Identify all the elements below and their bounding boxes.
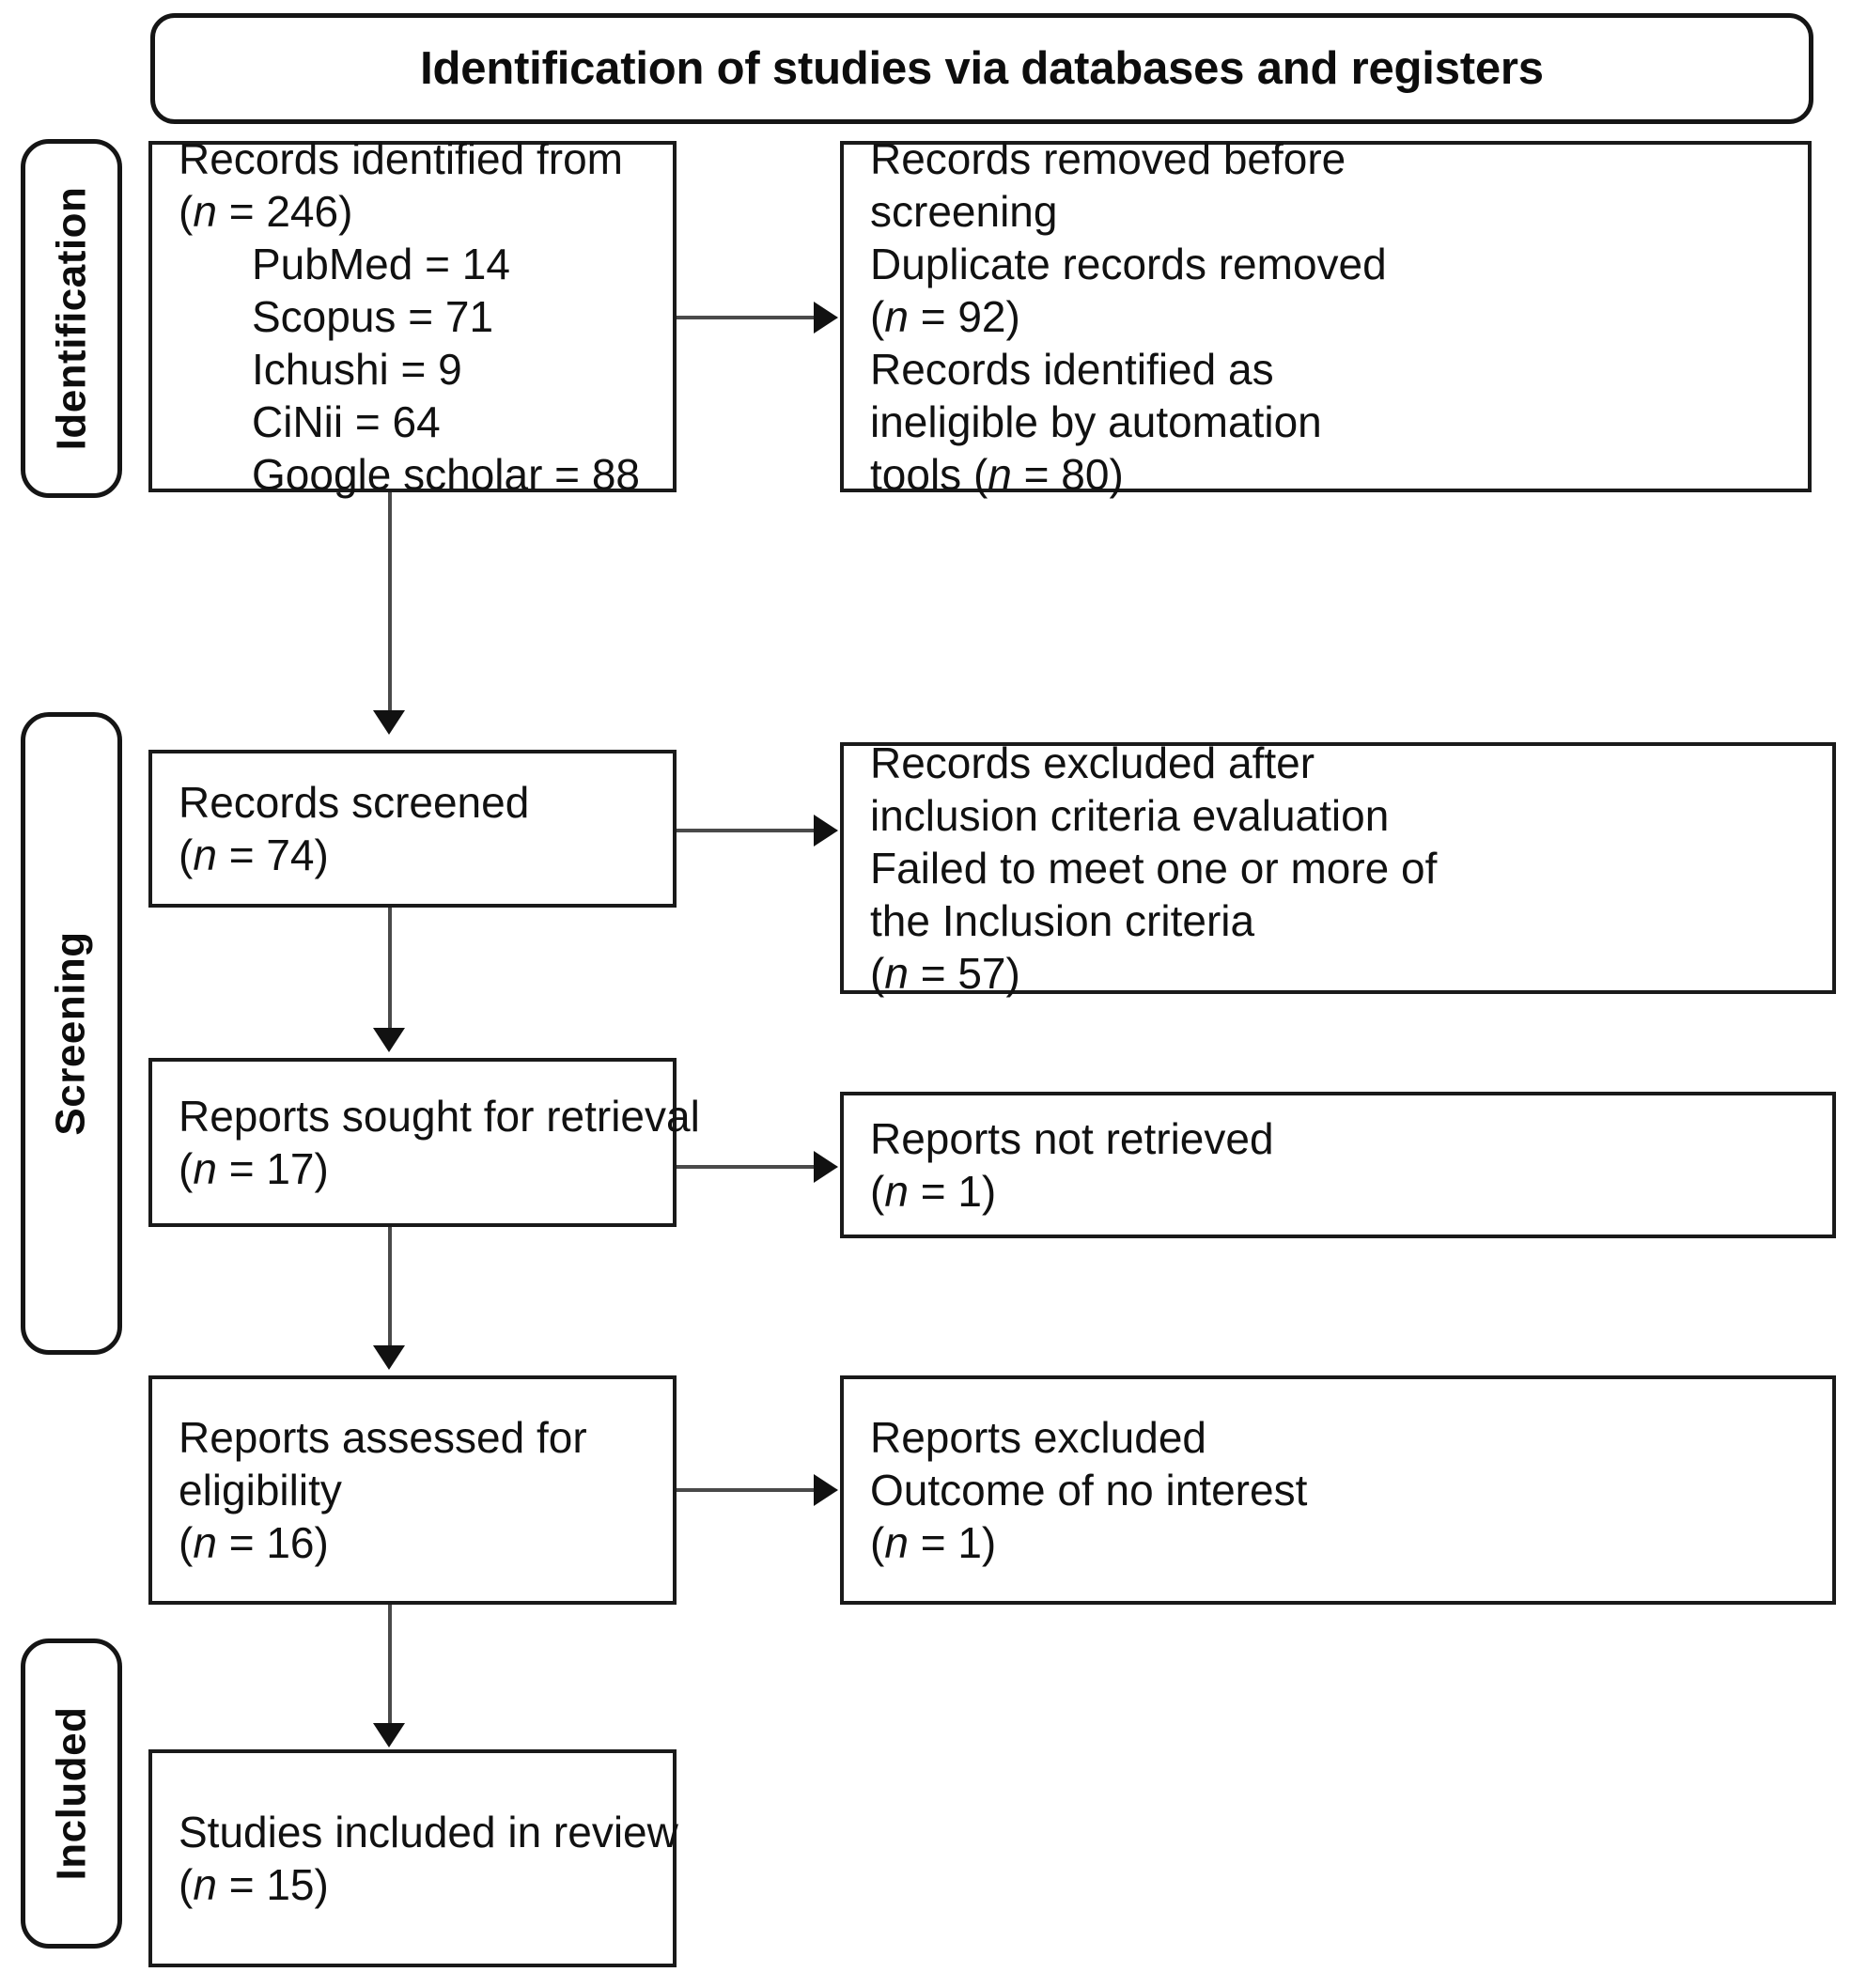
reports-assessed-line-2: eligibility <box>179 1465 342 1514</box>
box-records-removed: Records removed before screening Duplica… <box>840 134 1812 499</box>
reports-excluded-line-3: (n = 1) <box>870 1518 997 1568</box>
records-screened-line-1: Records screened <box>179 777 530 827</box>
stage-tab-identification-label: Identification <box>48 186 94 451</box>
box-records-identified: Records identified from (n = 246) PubMed… <box>148 134 677 499</box>
box-reports-excluded: Reports excluded Outcome of no interest … <box>840 1375 1836 1605</box>
arrowhead-screened-to-sought <box>373 1028 405 1052</box>
connector-screened-to-excluded <box>677 829 816 832</box>
arrowhead-identified-to-removed <box>814 302 838 334</box>
records-removed-line-6: ineligible by automation <box>870 397 1322 447</box>
arrowhead-assessed-to-excluded <box>814 1474 838 1506</box>
stage-tab-identification: Identification <box>21 139 122 498</box>
reports-not-retrieved-line-2: (n = 1) <box>870 1167 997 1216</box>
records-identified-line-1: Records identified from <box>179 133 623 183</box>
connector-identified-to-screened <box>388 492 392 725</box>
records-excluded-line-3: Failed to meet one or more of <box>870 843 1438 893</box>
records-excluded-line-1: Records excluded after <box>870 738 1315 787</box>
connector-identified-to-removed <box>677 316 816 319</box>
records-identified-source-ichushi: Ichushi = 9 <box>252 345 462 395</box>
stage-tab-included: Included <box>21 1639 122 1949</box>
records-removed-line-7: tools (n = 80) <box>870 450 1124 500</box>
records-excluded-line-2: inclusion criteria evaluation <box>870 790 1390 840</box>
arrowhead-sought-to-assessed <box>373 1345 405 1370</box>
stage-tab-included-label: Included <box>48 1706 94 1881</box>
records-removed-line-2: screening <box>870 186 1058 236</box>
reports-not-retrieved-line-1: Reports not retrieved <box>870 1113 1274 1163</box>
records-identified-source-cinii: CiNii = 64 <box>252 397 441 447</box>
box-reports-not-retrieved: Reports not retrieved (n = 1) <box>840 1092 1836 1238</box>
records-removed-line-1: Records removed before <box>870 133 1346 183</box>
arrowhead-assessed-to-included <box>373 1723 405 1747</box>
diagram-header-banner: Identification of studies via databases … <box>150 13 1813 124</box>
connector-sought-to-assessed <box>388 1227 392 1359</box>
connector-assessed-to-included <box>388 1605 392 1736</box>
box-records-excluded: Records excluded after inclusion criteri… <box>840 738 1836 998</box>
arrowhead-sought-to-not-retrieved <box>814 1151 838 1183</box>
reports-assessed-line-3: (n = 16) <box>179 1518 329 1568</box>
arrowhead-identified-to-screened <box>373 710 405 735</box>
reports-sought-line-1: Reports sought for retrieval <box>179 1091 700 1141</box>
stage-tab-screening-label: Screening <box>48 931 94 1136</box>
records-identified-source-google-scholar: Google scholar = 88 <box>252 450 640 500</box>
reports-excluded-line-2: Outcome of no interest <box>870 1465 1308 1514</box>
records-identified-source-scopus: Scopus = 71 <box>252 291 494 341</box>
records-identified-line-2: (n = 246) <box>179 186 353 236</box>
box-reports-assessed: Reports assessed for eligibility (n = 16… <box>148 1375 677 1605</box>
arrowhead-screened-to-excluded <box>814 815 838 846</box>
stage-tab-screening: Screening <box>21 712 122 1355</box>
box-records-screened: Records screened (n = 74) <box>148 750 677 908</box>
records-removed-line-3: Duplicate records removed <box>870 239 1387 288</box>
connector-screened-to-sought <box>388 908 392 1041</box>
reports-sought-line-2: (n = 17) <box>179 1144 329 1193</box>
connector-assessed-to-excluded <box>677 1488 816 1492</box>
records-removed-line-4: (n = 92) <box>870 291 1020 341</box>
box-reports-sought: Reports sought for retrieval (n = 17) <box>148 1058 700 1227</box>
studies-included-line-2: (n = 15) <box>179 1860 329 1909</box>
records-excluded-line-4: the Inclusion criteria <box>870 896 1255 946</box>
studies-included-line-1: Studies included in review <box>179 1807 678 1856</box>
records-identified-source-pubmed: PubMed = 14 <box>252 239 510 288</box>
reports-assessed-line-1: Reports assessed for <box>179 1412 587 1462</box>
diagram-header-title: Identification of studies via databases … <box>420 43 1544 94</box>
records-screened-line-2: (n = 74) <box>179 831 329 879</box>
box-studies-included: Studies included in review (n = 15) <box>148 1749 678 1967</box>
connector-sought-to-not-retrieved <box>677 1165 816 1169</box>
records-excluded-line-5: (n = 57) <box>870 949 1020 999</box>
records-removed-line-5: Records identified as <box>870 345 1274 395</box>
reports-excluded-line-1: Reports excluded <box>870 1412 1206 1462</box>
